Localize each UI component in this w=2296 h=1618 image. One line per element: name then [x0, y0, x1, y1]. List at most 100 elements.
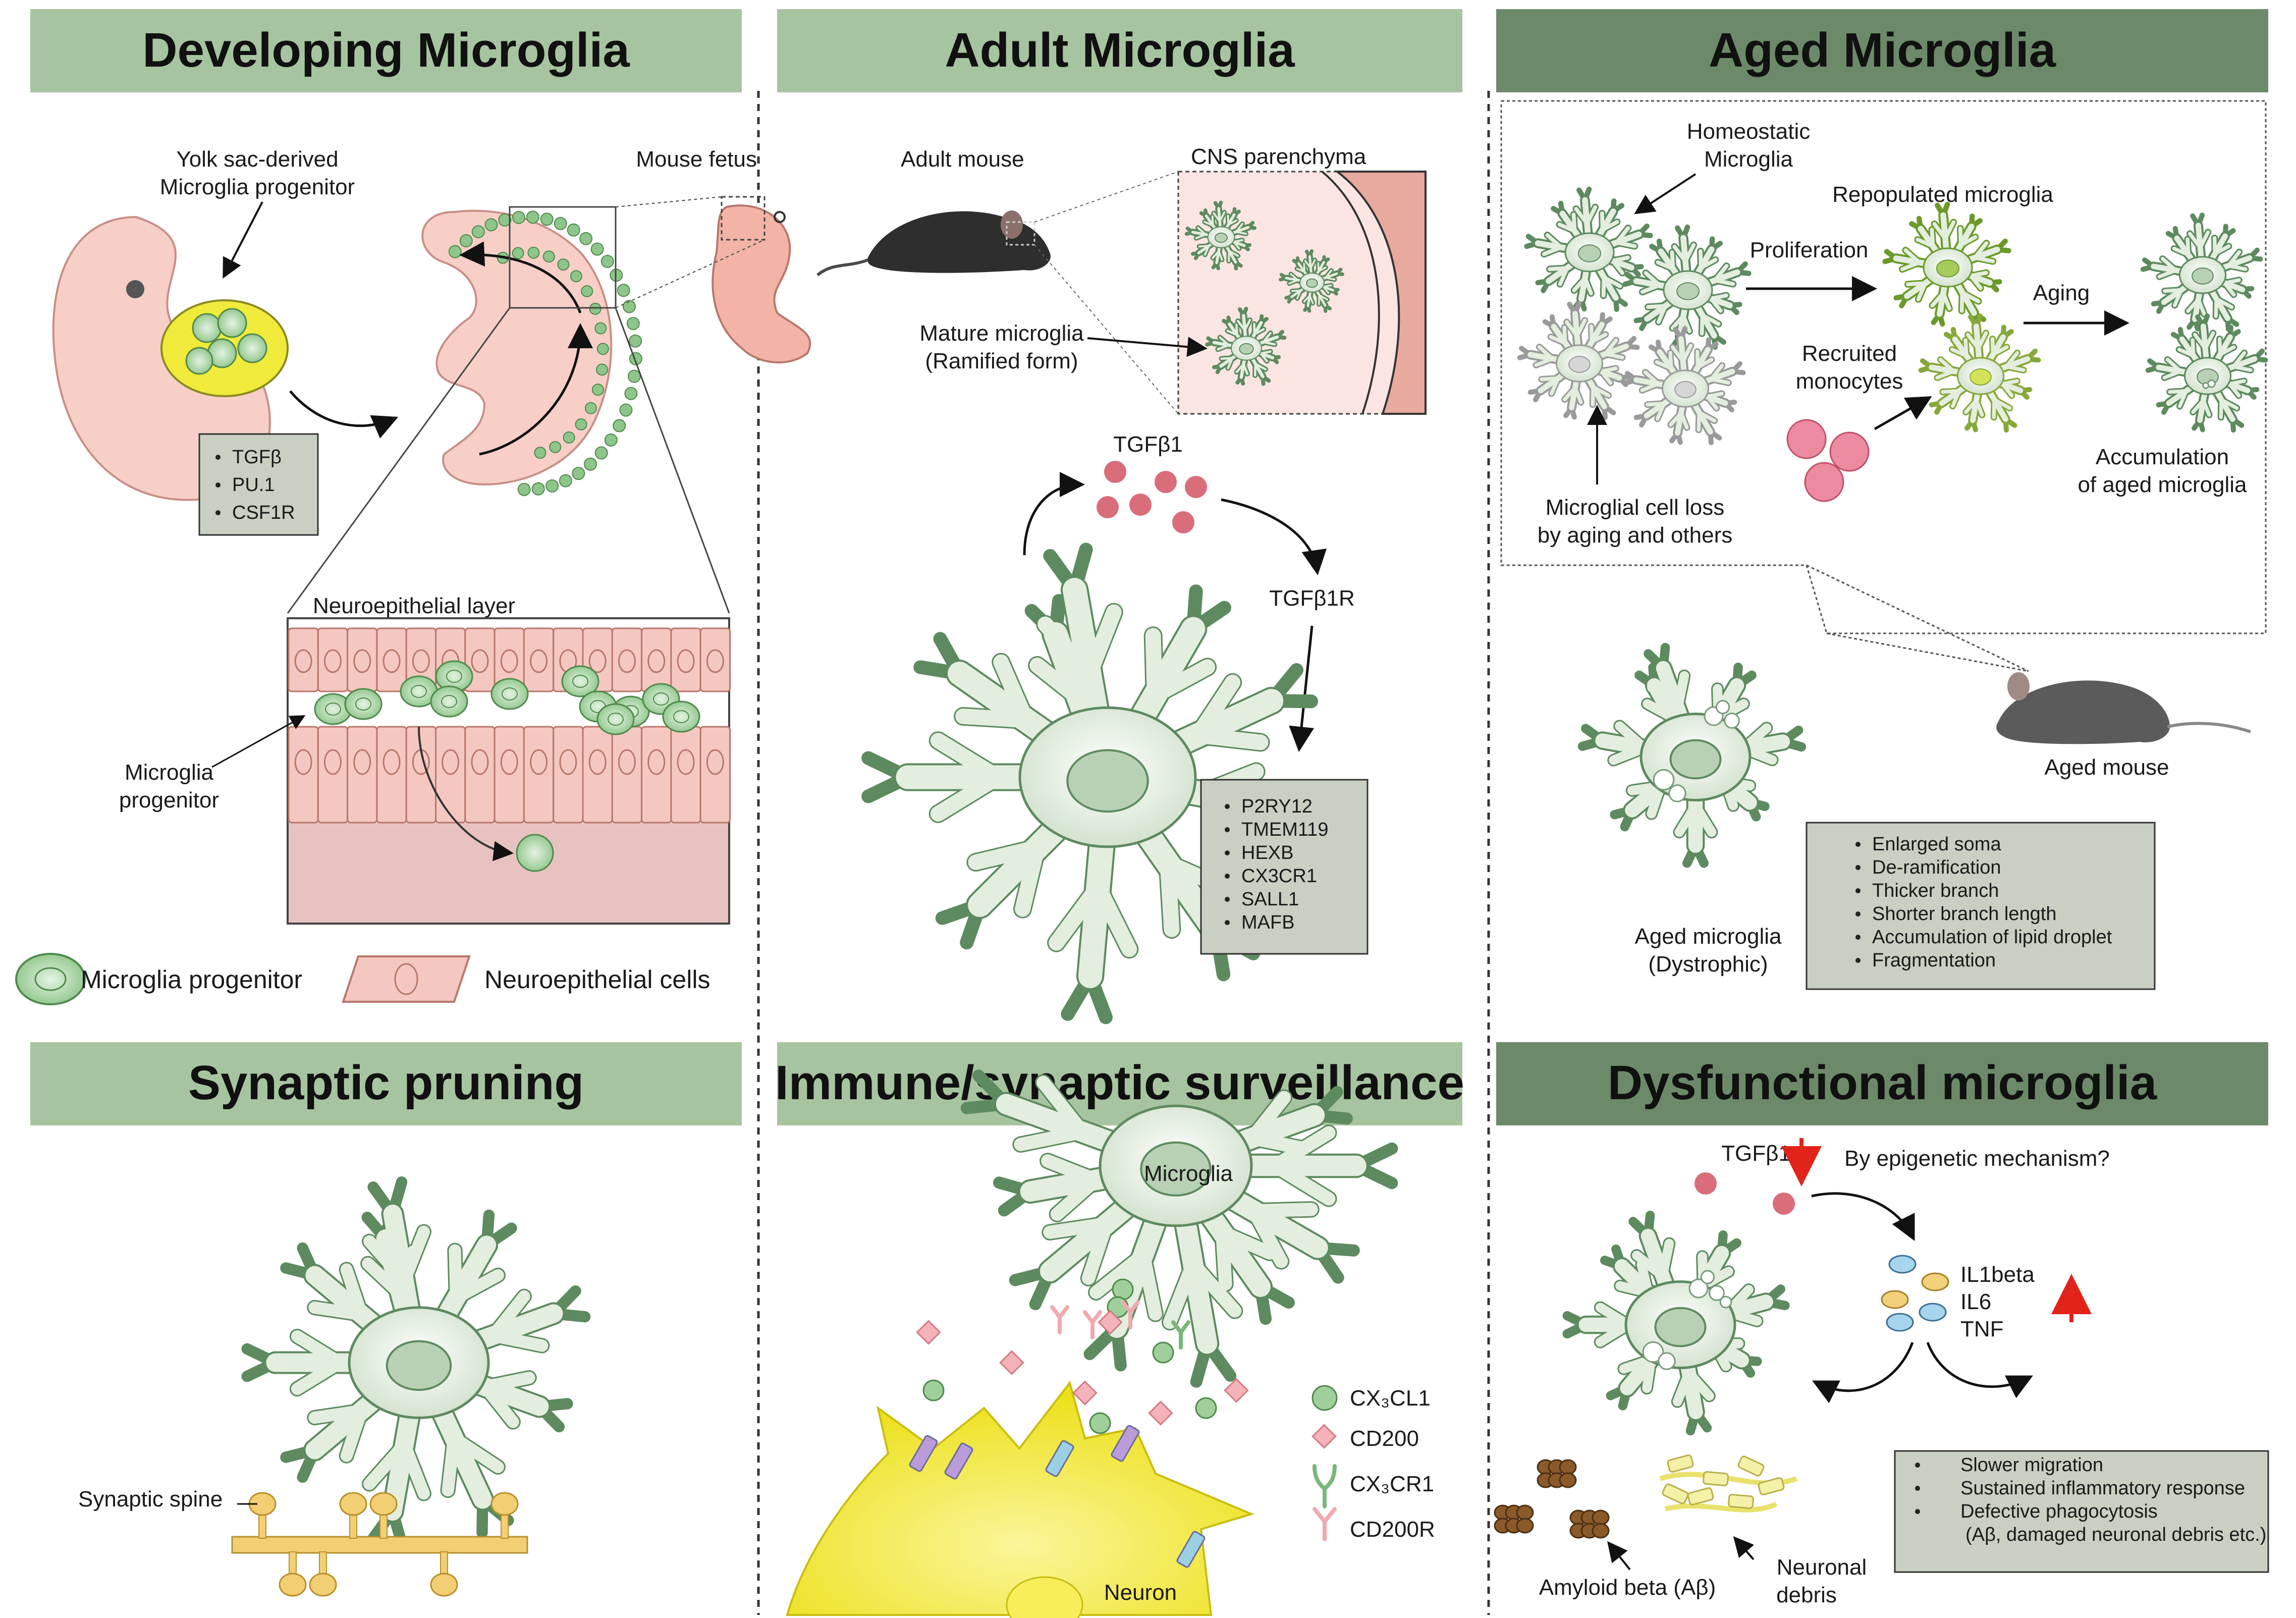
yolk-label-2: Microglia progenitor	[160, 175, 355, 199]
marker-item-1: TMEM119	[1241, 819, 1328, 840]
debris-label-1: Neuronal	[1777, 1555, 1867, 1580]
mature-label-2: (Ramified form)	[925, 349, 1078, 373]
embryo-eye	[126, 280, 144, 298]
factor-item-2: CSF1R	[232, 502, 295, 523]
tgf-dots	[1097, 461, 1207, 533]
legend-cells-swatch	[342, 955, 471, 1003]
title-adult: Adult Microglia	[945, 23, 1295, 77]
zoom-box	[509, 206, 617, 309]
dys-tgf-label: TGFβ1	[1721, 1141, 1791, 1166]
homeostatic-label-1: Homeostatic	[1687, 119, 1811, 144]
markers-box	[1200, 779, 1369, 955]
progenitor-label-2: progenitor	[119, 788, 219, 813]
aged-feature-item-4: Accumulation of lipid droplet	[1872, 927, 2112, 948]
legend-cd200r: CD200R	[1350, 1517, 1435, 1542]
marker-item-0: P2RY12	[1241, 796, 1313, 817]
amyloid-label: Amyloid beta (Aβ)	[1539, 1575, 1716, 1600]
neuron-shape	[786, 1380, 1254, 1616]
neuronal-debris	[1659, 1454, 1797, 1513]
dys-feature-item-1: Sustained inflammatory response	[1960, 1478, 2245, 1499]
adult-mouse-label: Adult mouse	[901, 147, 1024, 172]
panel-pruning: Synaptic spine	[78, 1176, 591, 1597]
legend-cx3cr1: CX₃CR1	[1350, 1472, 1434, 1496]
header-surveillance: Immune/synaptic surveillance	[775, 1042, 1464, 1125]
loss-label-2: by aging and others	[1538, 523, 1733, 548]
legend-cells-label: Neuroepithelial cells	[484, 965, 710, 994]
amyloid-clusters	[1494, 1459, 1610, 1539]
legend-progenitor-label: Microglia progenitor	[81, 965, 302, 994]
factor-item-1: PU.1	[232, 474, 275, 496]
fetus-label: Mouse fetus	[636, 147, 757, 172]
progenitor-beads	[448, 210, 642, 496]
title-pruning: Synaptic pruning	[188, 1056, 584, 1110]
header-pruning: Synaptic pruning	[30, 1042, 742, 1125]
receptor-label: TGFβ1R	[1269, 586, 1355, 611]
header-developing: Developing Microglia	[30, 9, 742, 92]
pruning-microglia	[241, 1176, 591, 1549]
dystrophic-label-1: Aged microglia	[1634, 924, 1782, 949]
layer-progenitors	[314, 660, 700, 735]
adult-microglia-cell	[861, 543, 1320, 1024]
panel-dysfunctional: TGFβ1 By epigenetic mechanism? IL1betaIL…	[1494, 1138, 2269, 1607]
mature-label-1: Mature microglia	[919, 321, 1084, 346]
surveillance-legend: CX₃CL1 CD200 CX₃CR1 CD200R	[1311, 1385, 1435, 1542]
dys-feature-item-0: Slower migration	[1960, 1454, 2103, 1476]
synaptic-dendrite	[231, 1492, 528, 1597]
cytokine-1: IL6	[1960, 1289, 1991, 1314]
title-aged: Aged Microglia	[1709, 23, 2056, 77]
epigenetic-label: By epigenetic mechanism?	[1844, 1146, 2110, 1171]
header-adult: Adult Microglia	[777, 9, 1462, 92]
marker-item-5: MAFB	[1241, 912, 1295, 933]
panel-surveillance: Microglia Neuron CX₃CL1 CD200 CX₃CR1 CD2…	[786, 1069, 1435, 1618]
legend-cd200: CD200	[1350, 1426, 1419, 1451]
progenitor-label-1: Microglia	[125, 760, 214, 785]
proliferation-label: Proliferation	[1750, 238, 1869, 262]
dys-feature-item-2: Defective phagocytosis	[1960, 1501, 2158, 1522]
aged-feature-item-3: Shorter branch length	[1872, 903, 2056, 925]
factor-item-0: TGFβ	[232, 447, 282, 468]
title-surveillance: Immune/synaptic surveillance	[775, 1056, 1464, 1110]
recruited-label-1: Recruited	[1802, 341, 1897, 366]
aged-feature-item-1: De-ramification	[1872, 857, 2001, 878]
legend-cx3cl1: CX₃CL1	[1350, 1386, 1431, 1411]
develop-arrow	[289, 390, 399, 439]
migration-arrow-top	[459, 241, 582, 313]
header-dysfunctional: Dysfunctional microglia	[1496, 1042, 2268, 1125]
neuroepithelial-cells	[288, 627, 731, 824]
aged-small-microglia	[1517, 186, 2268, 446]
yolk-arrow	[223, 201, 263, 279]
dysfunctional-microglia	[1562, 1210, 1790, 1436]
dys-features-box	[1894, 1450, 2269, 1573]
title-developing: Developing Microglia	[142, 23, 630, 77]
aged-feature-item-0: Enlarged soma	[1872, 834, 2001, 855]
aged-zoom-box	[1500, 100, 2267, 634]
panel-developing: Yolk sac-derived Microglia progenitor TG…	[15, 147, 811, 1005]
panel-aged: Homeostatic Microglia Repopulated microg…	[1500, 100, 2268, 990]
homeostatic-label-2: Microglia	[1704, 147, 1793, 172]
aged-mouse	[1996, 680, 2170, 744]
marker-item-2: HEXB	[1241, 842, 1293, 864]
debris-label-2: debris	[1776, 1583, 1837, 1607]
surveillance-microglia	[960, 1069, 1398, 1388]
neuron-label: Neuron	[1104, 1580, 1177, 1605]
cytokine-ovals	[1881, 1255, 1949, 1332]
features-box	[1806, 822, 2156, 990]
migration-arrow-bottom	[479, 323, 593, 456]
aged-feature-item-5: Fragmentation	[1872, 950, 1996, 971]
cns-label: CNS parenchyma	[1191, 144, 1366, 169]
surveillance-microglia-label: Microglia	[1144, 1161, 1233, 1186]
title-dysfunctional: Dysfunctional microglia	[1608, 1056, 2157, 1110]
yolk-label-1: Yolk sac-derived	[176, 147, 338, 172]
layer-label: Neuroepithelial layer	[313, 594, 515, 618]
aged-mouse-label: Aged mouse	[2044, 755, 2169, 780]
dystrophic-label-2: (Dystrophic)	[1648, 952, 1768, 977]
monocytes	[1786, 419, 1870, 502]
loss-label-1: Microglial cell loss	[1546, 495, 1725, 520]
accumulation-label-2: of aged microglia	[2078, 472, 2247, 497]
repopulated-label: Repopulated microglia	[1832, 182, 2053, 207]
